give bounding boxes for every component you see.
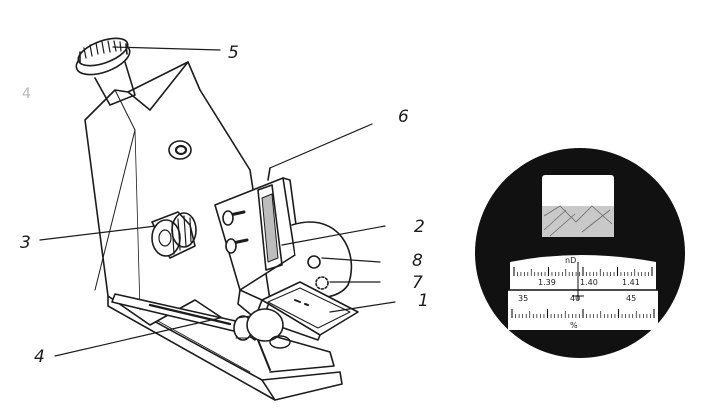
callout-7: 7	[412, 273, 423, 293]
eyepiece	[75, 37, 136, 106]
leader-lines	[39, 46, 396, 357]
lower-tick-label-1: 35	[518, 294, 528, 303]
lower-tick-label-2: 40	[570, 294, 580, 303]
callout-3: 3	[20, 233, 31, 253]
lower-scale-ticks	[511, 309, 655, 318]
side-disc	[291, 221, 353, 299]
upper-scale-label: nD	[565, 256, 576, 265]
upper-tick-label-2: 1.40	[580, 278, 598, 287]
adjustment-knob	[151, 211, 197, 259]
upper-tick-label-1: 1.39	[538, 278, 556, 287]
lower-scale-unit: %	[570, 321, 578, 330]
callout-labels: 5 6 2 3 8 7 1 4 4	[20, 43, 429, 367]
dark-field	[542, 206, 614, 237]
thermometer	[111, 293, 291, 371]
upper-scale-ticks	[513, 267, 653, 276]
callout-5: 5	[228, 43, 239, 63]
upper-tick-label-3: 1.41	[622, 278, 640, 287]
callout-1: 1	[418, 291, 429, 311]
callout-4: 4	[34, 347, 45, 367]
callout-2: 2	[414, 217, 425, 237]
refractometer-drawing	[39, 37, 396, 401]
eyepiece-view: nD 1.39 1.40 1.41 35 40 45 %	[475, 148, 685, 358]
body-dial	[168, 140, 192, 160]
callout-6: 6	[398, 107, 409, 127]
lower-tick-label-3: 45	[626, 294, 636, 303]
callout-8: 8	[412, 251, 423, 271]
prism-assembly	[214, 167, 301, 291]
margin-mark: 4	[22, 86, 31, 102]
